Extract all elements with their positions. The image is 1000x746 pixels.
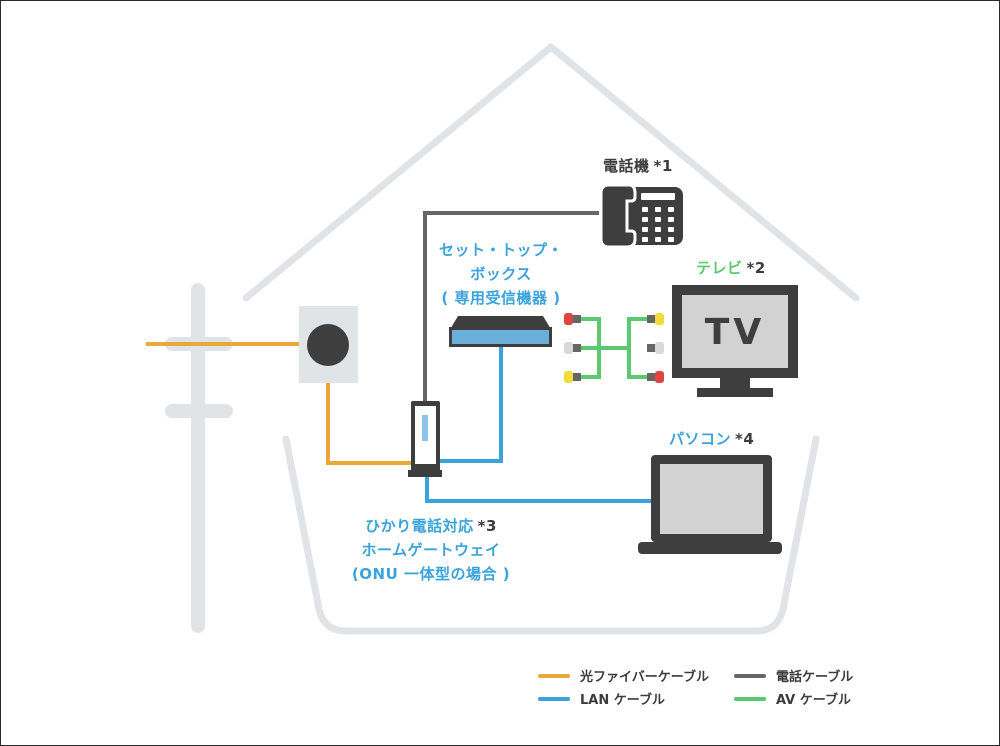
legend-swatch-fiber	[538, 673, 570, 678]
lan-cable-stb	[439, 346, 503, 463]
fiber-wall-outlet	[299, 306, 358, 383]
telephone-icon	[599, 183, 683, 249]
legend-swatch-lan	[538, 696, 570, 701]
phone-cable	[423, 211, 599, 401]
legend-item-fiber: 光ファイバーケーブル	[538, 666, 709, 685]
av-plugs-left	[564, 313, 581, 383]
tv-label: テレビ*2	[696, 259, 766, 277]
legend-swatch-av	[734, 696, 766, 701]
lan-cable-pc	[425, 476, 653, 503]
av-plugs-right	[647, 313, 664, 383]
home-gateway-device	[408, 401, 442, 477]
house-body	[282, 435, 820, 635]
legend-item-phone: 電話ケーブル	[734, 666, 853, 685]
legend-item-av: AV ケーブル	[734, 689, 851, 708]
home-gateway-label: ひかり電話対応*3 ホームゲートウェイ (ONU 一体型の場合 )	[351, 517, 511, 583]
tv-screen-text: TV	[705, 312, 765, 353]
pc-label: パソコン*4	[669, 430, 755, 448]
legend-item-lan: LAN ケーブル	[538, 689, 665, 708]
set-top-box	[449, 316, 552, 347]
legend-swatch-phone	[734, 673, 766, 678]
av-cable	[579, 317, 649, 379]
fiber-cable-inside	[326, 359, 413, 465]
phone-label: 電話機*1	[603, 157, 673, 175]
set-top-box-label: セット・トップ・ ボックス ( 専用受信機器 )	[438, 241, 563, 307]
laptop-icon	[638, 455, 782, 554]
television-icon: TV	[672, 285, 798, 397]
house-roof	[242, 43, 860, 302]
utility-pole	[165, 283, 233, 633]
